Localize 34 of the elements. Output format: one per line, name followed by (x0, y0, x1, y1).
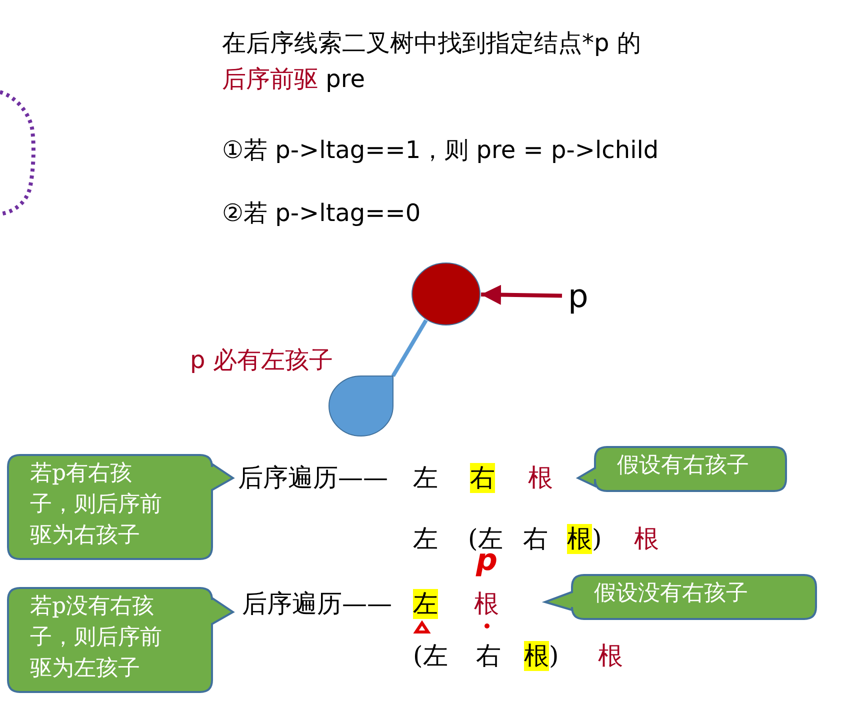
sequence-item: 右 (476, 641, 501, 671)
sequence-text: 后序遍历—— (242, 589, 392, 619)
callout-text: 若p没有右孩子，则后序前驱为左孩子 (30, 593, 163, 683)
sequence-item: 左 (413, 589, 438, 619)
condition-text: ②若 p->ltag==0 (222, 198, 421, 228)
callout-text: 若p有右孩子，则后序前驱为右孩子 (30, 460, 163, 550)
sequence-item: 左 (413, 524, 438, 554)
connector-line (391, 319, 428, 378)
sequence-item: 根 (634, 524, 659, 554)
left-child-node (328, 375, 394, 437)
speech-bubble (545, 575, 816, 620)
tree-node-circle (411, 262, 481, 326)
pointer-label: p (568, 278, 594, 314)
speech-bubble (578, 447, 786, 492)
title-text: 在后序线索二叉树中找到指定结点*p 的后序前驱 pre (222, 28, 642, 95)
arrow (480, 284, 562, 305)
speech-bubble (8, 455, 234, 559)
sequence-item: 根 (567, 524, 592, 554)
sequence-text: 后序遍历—— (238, 463, 388, 493)
callout-text: 假设有右孩子 (617, 452, 750, 480)
sequence-item: 根 (598, 641, 623, 671)
callout-text: 假设没有右孩子 (594, 580, 749, 608)
sequence-item: 左 (413, 463, 438, 493)
speech-bubble (8, 588, 234, 692)
sequence-item: (左 (413, 641, 448, 671)
annotation-text: p 必有左孩子 (190, 345, 333, 375)
sequence-item: 根 (524, 641, 549, 671)
condition-text: ①若 p->ltag==1，则 pre = p->lchild (222, 135, 659, 165)
sequence-item: 右 (523, 524, 548, 554)
sequence-item: 根 (474, 589, 499, 619)
sequence-item: ) (549, 641, 559, 671)
sequence-item: 右 (470, 463, 495, 493)
sequence-item: 根 (528, 463, 553, 493)
sequence-item: ) (592, 524, 602, 554)
